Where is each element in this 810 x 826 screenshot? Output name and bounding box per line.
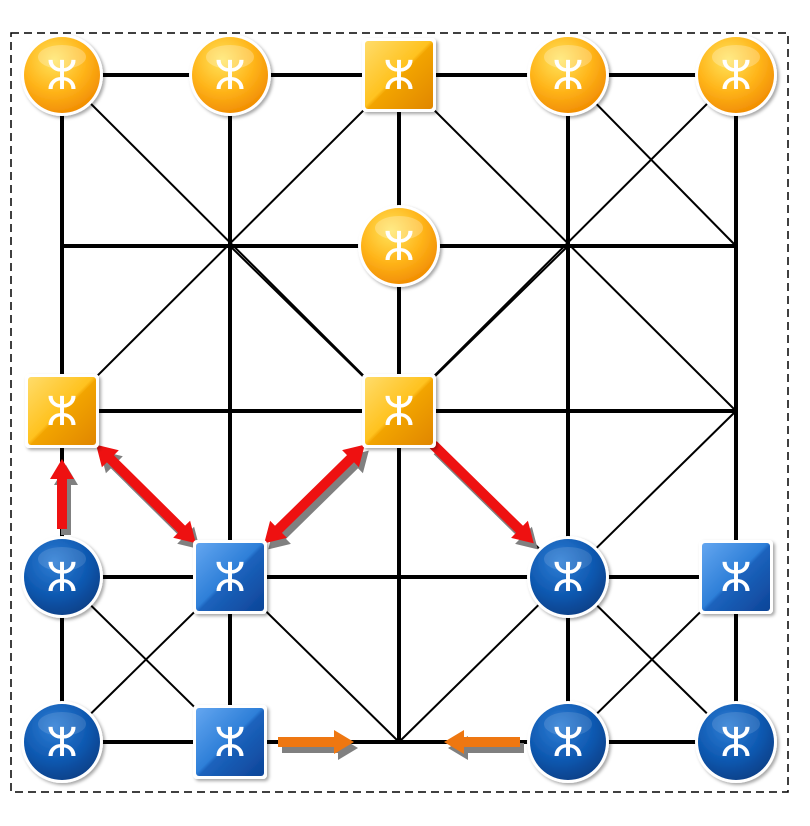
- orange-square-piece[interactable]: ⵣ: [362, 374, 436, 448]
- yaz-symbol-icon: ⵣ: [720, 720, 752, 766]
- orange-circle-piece[interactable]: ⵣ: [21, 34, 103, 116]
- yaz-symbol-icon: ⵣ: [214, 53, 246, 99]
- orange-circle-piece[interactable]: ⵣ: [358, 205, 440, 287]
- piece-body: [702, 543, 770, 611]
- piece-body: [365, 377, 433, 445]
- yaz-symbol-icon: ⵣ: [552, 720, 584, 766]
- arrow-shape: [429, 441, 534, 544]
- yaz-symbol-icon: ⵣ: [214, 555, 246, 601]
- board-line-diagonal: [398, 74, 737, 412]
- yaz-symbol-icon: ⵣ: [720, 555, 752, 601]
- orange-circle-piece[interactable]: ⵣ: [527, 34, 609, 116]
- blue-circle-piece[interactable]: ⵣ: [527, 701, 609, 783]
- move-arrows: [50, 441, 538, 760]
- piece-gloss: [712, 45, 760, 69]
- yaz-symbol-icon: ⵣ: [214, 720, 246, 766]
- piece-gloss: [38, 712, 86, 736]
- move-arrow: [444, 730, 524, 760]
- orange-square-piece[interactable]: ⵣ: [362, 38, 436, 112]
- blue-circle-piece[interactable]: ⵣ: [21, 701, 103, 783]
- piece-gloss: [544, 712, 592, 736]
- arrow-shape: [50, 459, 74, 529]
- yaz-symbol-icon: ⵣ: [46, 720, 78, 766]
- arrow-shadow: [268, 450, 369, 550]
- arrow-shape: [278, 730, 354, 754]
- arrow-shape: [444, 730, 520, 754]
- blue-square-piece[interactable]: ⵣ: [699, 540, 773, 614]
- yaz-symbol-icon: ⵣ: [552, 53, 584, 99]
- yaz-symbol-icon: ⵣ: [552, 555, 584, 601]
- yaz-symbol-icon: ⵣ: [383, 389, 415, 435]
- piece-gloss: [544, 45, 592, 69]
- piece-body: [196, 543, 264, 611]
- piece-gloss: [38, 547, 86, 571]
- blue-square-piece[interactable]: ⵣ: [193, 705, 267, 779]
- piece-gloss: [712, 712, 760, 736]
- board-frame: [10, 32, 789, 793]
- piece-body: [28, 377, 96, 445]
- yaz-symbol-icon: ⵣ: [46, 555, 78, 601]
- piece-body: [196, 708, 264, 776]
- move-arrow: [429, 441, 538, 550]
- yaz-symbol-icon: ⵣ: [46, 53, 78, 99]
- blue-circle-piece[interactable]: ⵣ: [695, 701, 777, 783]
- move-arrow: [278, 730, 358, 760]
- move-arrow: [50, 459, 78, 535]
- blue-square-piece[interactable]: ⵣ: [193, 540, 267, 614]
- move-arrow: [264, 444, 369, 550]
- piece-gloss: [206, 45, 254, 69]
- arrow-shape: [96, 444, 196, 544]
- pieces-layer: ⵣ ⵣ ⵣ ⵣ ⵣ ⵣ ⵣ ⵣ ⵣ ⵣ ⵣ ⵣ ⵣ ⵣ ⵣ ⵣ: [21, 34, 777, 783]
- piece-gloss: [375, 216, 423, 240]
- piece-body: [365, 41, 433, 109]
- yaz-symbol-icon: ⵣ: [383, 53, 415, 99]
- yaz-symbol-icon: ⵣ: [720, 53, 752, 99]
- board-intersections: [221, 66, 745, 751]
- blue-circle-piece[interactable]: ⵣ: [527, 536, 609, 618]
- blue-circle-piece[interactable]: ⵣ: [21, 536, 103, 618]
- piece-gloss: [38, 45, 86, 69]
- orange-circle-piece[interactable]: ⵣ: [189, 34, 271, 116]
- move-arrow: [96, 444, 200, 550]
- yaz-symbol-icon: ⵣ: [383, 224, 415, 270]
- piece-gloss: [544, 547, 592, 571]
- board-line-diagonal: [61, 74, 400, 412]
- arrow-shape: [264, 444, 365, 544]
- orange-square-piece[interactable]: ⵣ: [25, 374, 99, 448]
- orange-circle-piece[interactable]: ⵣ: [695, 34, 777, 116]
- yaz-symbol-icon: ⵣ: [46, 389, 78, 435]
